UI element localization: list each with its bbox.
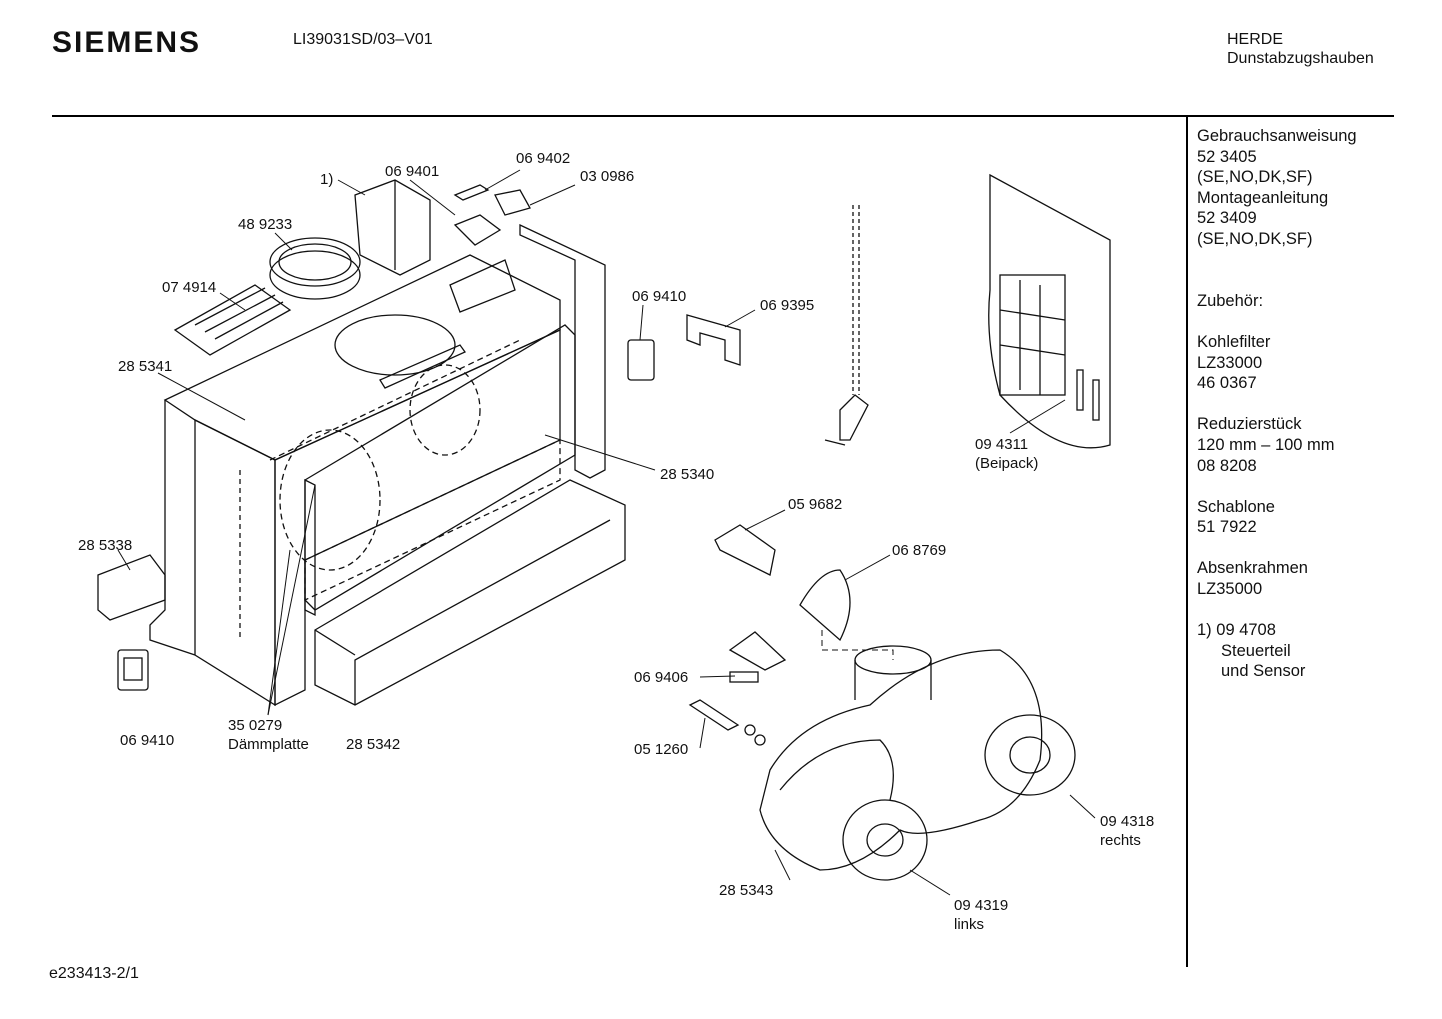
bracket: [686, 314, 741, 366]
template-sheet: [988, 173, 1111, 449]
install-langs: (SE,NO,DK,SF): [1197, 229, 1313, 248]
part-label: 06 9402: [516, 150, 571, 167]
reducer-number: 08 8208: [1197, 456, 1257, 475]
leader-lines: [117, 169, 1096, 896]
part-label: 05 9682: [788, 496, 843, 513]
part-label: 06 9410: [120, 732, 175, 749]
manual-title: Gebrauchsanweisung: [1197, 127, 1357, 145]
frame-model: LZ35000: [1197, 580, 1263, 599]
front-panel: [304, 324, 576, 617]
manual-number: 52 3405: [1197, 147, 1257, 166]
accessories-title: Zubehör:: [1197, 291, 1264, 310]
switch-right: [627, 339, 655, 381]
note-prefix: 1): [1197, 621, 1212, 640]
carbon-number: 46 0367: [1197, 374, 1257, 393]
install-title: Montageanleitung: [1197, 188, 1329, 207]
left-duct: [97, 554, 166, 621]
grease-filter: [173, 284, 292, 356]
footer-code: e233413-2/1: [49, 965, 139, 982]
part-label: Dämmplatte: [228, 736, 309, 753]
power-cord: [824, 205, 869, 446]
fan-wheel-left: [842, 799, 928, 881]
template: Schablone: [1197, 497, 1275, 516]
reducer-size: 120 mm – 100 mm: [1197, 435, 1335, 454]
category-line-1: HERDE: [1227, 31, 1284, 48]
hood-housing: [149, 254, 561, 707]
note-line-2: Steuerteil: [1221, 641, 1291, 660]
reducer: Reduzierstück: [1197, 415, 1302, 434]
template-number: 51 7922: [1197, 518, 1257, 537]
header-rule: [52, 115, 1394, 117]
carbon-model: LZ33000: [1197, 353, 1263, 372]
part-label: 1): [320, 171, 334, 188]
part-label: 06 9406: [634, 669, 689, 686]
switch-left: [117, 649, 149, 691]
part-label: 28 5338: [78, 537, 133, 554]
fan-wheel-right: [984, 714, 1076, 796]
part-label: 35 0279: [228, 717, 283, 734]
note-line-1: 1) 09 4708: [1197, 620, 1357, 641]
duct-ring: [269, 237, 361, 300]
part-label: rechts: [1100, 832, 1141, 849]
install-number: 52 3409: [1197, 209, 1257, 228]
sensor: [714, 524, 776, 576]
part-label: 09 4319: [954, 897, 1009, 914]
brand-logo: SIEMENS: [52, 26, 202, 59]
part-label: 06 9401: [385, 163, 440, 180]
part-label: 06 9410: [632, 288, 687, 305]
part-label: 28 5342: [346, 736, 401, 753]
note-number: 09 4708: [1216, 621, 1276, 640]
flap: [799, 569, 851, 642]
frame: Absenkrahmen: [1197, 559, 1308, 578]
category-line-2: Dunstabzugshauben: [1227, 50, 1374, 67]
lower-tray: [314, 479, 626, 706]
part-label: 09 4311: [975, 436, 1029, 453]
capacitor-clip: [728, 631, 787, 683]
connector-parts: [453, 184, 531, 246]
note-line-3: und Sensor: [1221, 662, 1306, 681]
part-label: 06 9395: [760, 297, 815, 314]
side-rule: [1186, 117, 1188, 967]
part-label: links: [954, 916, 985, 933]
part-label: 28 5340: [660, 466, 715, 483]
part-label: 28 5343: [719, 882, 774, 899]
side-panel: [519, 223, 606, 479]
part-label: 03 0986: [580, 168, 635, 185]
part-label: 09 4318: [1100, 813, 1155, 830]
part-label: 05 1260: [634, 741, 689, 758]
capacitor: [688, 699, 766, 746]
part-label: 28 5341: [118, 358, 173, 375]
part-label: 06 8769: [892, 542, 947, 559]
part-label: (Beipack): [975, 455, 1039, 472]
control-unit: [354, 179, 431, 276]
category: HERDE Dunstabzugshauben: [1227, 30, 1374, 68]
manual-langs: (SE,NO,DK,SF): [1197, 168, 1313, 187]
model-number: LI39031SD/03–V01: [293, 31, 433, 48]
part-label: 48 9233: [238, 216, 293, 233]
carbon-filter: Kohlefilter: [1197, 332, 1271, 351]
side-panel-notes: Gebrauchsanweisung 52 3405 (SE,NO,DK,SF)…: [1197, 126, 1357, 682]
part-label: 07 4914: [162, 279, 217, 296]
blower-housing: [759, 645, 1043, 871]
